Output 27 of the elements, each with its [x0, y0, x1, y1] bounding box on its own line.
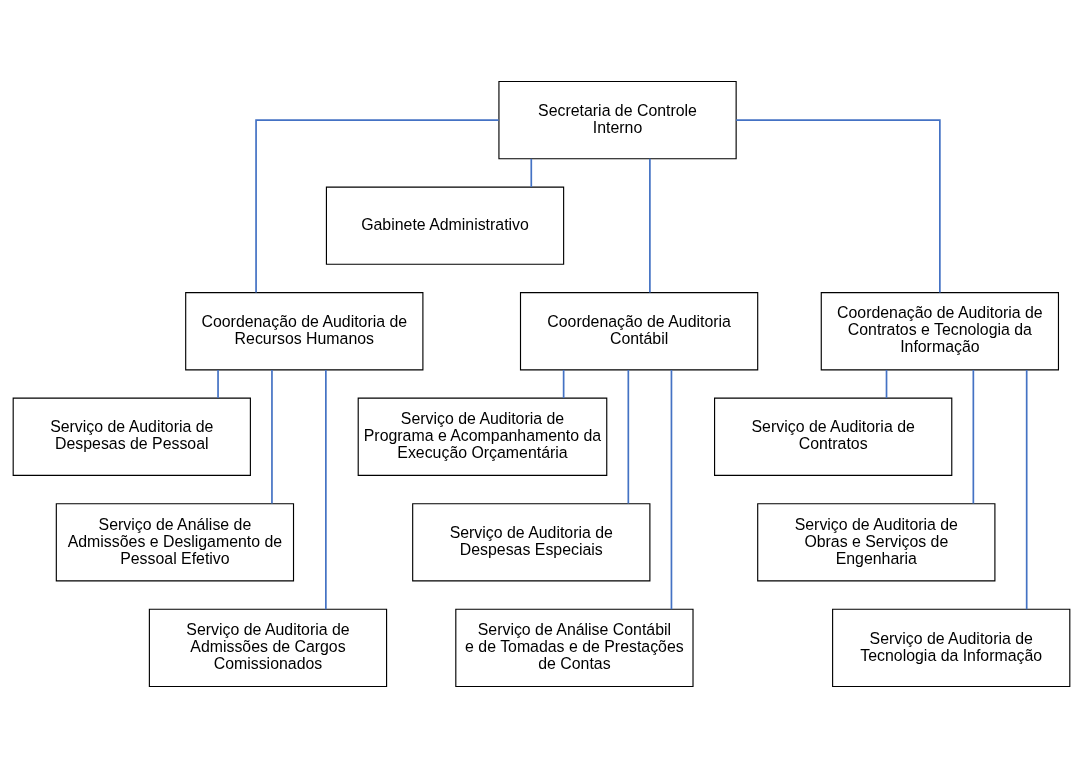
node-box: Serviço de Auditoria de Despesas Especiais: [412, 502, 651, 581]
node-box: Serviço de Análise de Admissões e Desligamento de Pessoal Efetivo: [55, 502, 295, 581]
connector: [325, 368, 327, 610]
connector: [271, 368, 273, 504]
connector: [627, 368, 630, 504]
connector: [255, 118, 500, 293]
connector: [217, 368, 219, 399]
node-box: Coordenação de Auditoria Contábil: [519, 291, 759, 370]
connector: [885, 368, 888, 399]
connector: [735, 118, 941, 293]
connector: [530, 157, 533, 188]
node-box: Serviço de Auditoria de Admissões de Cargos Comissionados: [148, 608, 388, 687]
node-box: Serviço de Auditoria de Despesas de Pessoal: [12, 397, 251, 476]
connector: [649, 157, 651, 293]
node-box: Coordenação de Auditoria de Recursos Humanos: [185, 291, 424, 370]
node-box: Coordenação de Auditoria de Contratos e Tecnologia da Informação: [820, 291, 1060, 370]
node-box: Serviço de Análise Contábil e de Tomadas e de Prestações de Contas: [455, 608, 694, 687]
node-box: Secretaria de Controle Interno: [498, 80, 737, 159]
connector: [562, 368, 565, 399]
node-box: Serviço de Auditoria de Tecnologia da Informação: [832, 608, 1071, 687]
connector: [670, 368, 673, 610]
connector: [972, 368, 975, 504]
connector: [1025, 368, 1028, 610]
node-box: Serviço de Auditoria de Obras e Serviços de Engenharia: [757, 502, 996, 581]
node-box: Serviço de Auditoria de Contratos: [714, 397, 953, 476]
node-box: Serviço de Auditoria de Programa e Acompanhamento da Execução Orçamentária: [357, 397, 608, 476]
node-box: Gabinete Administrativo: [325, 186, 565, 265]
